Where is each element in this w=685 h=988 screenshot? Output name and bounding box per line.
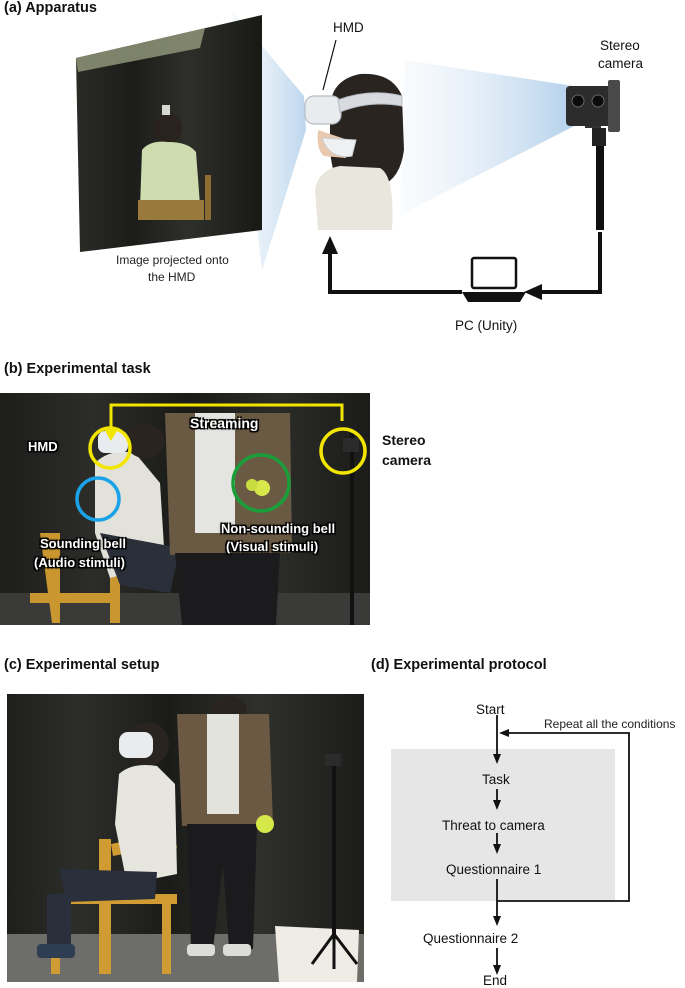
panel-c-title: (c) Experimental setup (4, 657, 160, 673)
nonsounding-bell-label-line1: Non-sounding bell (221, 521, 336, 536)
protocol-repeat-label: Repeat all the conditions (544, 717, 676, 731)
projection-caption-line1: Image projected onto (116, 253, 229, 267)
experimental-task-photo: Streaming HMD Sounding bell (Audio stimu… (0, 393, 370, 625)
nonsounding-bell-label-line2: (Visual stimuli) (226, 539, 319, 554)
laptop-icon (462, 256, 526, 302)
hmd-label: HMD (333, 20, 364, 35)
protocol-flow-arrows (493, 715, 630, 975)
protocol-start: Start (476, 702, 505, 717)
pc-label: PC (Unity) (455, 318, 518, 333)
task-stereo-label-line2: camera (382, 452, 432, 468)
projected-image (76, 15, 262, 252)
protocol-task: Task (482, 772, 510, 787)
protocol-questionnaire-2: Questionnaire 2 (423, 931, 519, 946)
stereo-camera (566, 80, 620, 230)
protocol-questionnaire-1: Questionnaire 1 (446, 862, 542, 877)
hmd-callout-line (322, 39, 337, 91)
task-stereo-label-line1: Stereo (382, 432, 426, 448)
task-photo-overlay (0, 403, 370, 625)
data-flow-arrows (322, 232, 602, 300)
sounding-bell-label-line1: Sounding bell (40, 536, 126, 551)
panel-a-title: (a) Apparatus (4, 0, 97, 16)
camera-beam (400, 60, 586, 215)
streaming-label: Streaming (190, 415, 259, 431)
experimental-setup-photo (7, 694, 364, 982)
person-with-hmd (304, 73, 404, 230)
photo-hmd-label: HMD (28, 439, 58, 454)
setup-photo-scene (7, 696, 364, 982)
protocol-end: End (483, 973, 508, 988)
stereo-camera-label-line2: camera (598, 56, 644, 71)
projection-caption-line2: the HMD (148, 270, 196, 284)
panel-d-title: (d) Experimental protocol (371, 657, 547, 673)
condition-loop-box (391, 749, 615, 901)
apparatus-illustration (76, 10, 620, 302)
stereo-camera-label-line1: Stereo (600, 38, 640, 53)
sounding-bell-label-line2: (Audio stimuli) (34, 555, 125, 570)
protocol-threat: Threat to camera (442, 818, 545, 833)
panel-b-title: (b) Experimental task (4, 361, 151, 377)
